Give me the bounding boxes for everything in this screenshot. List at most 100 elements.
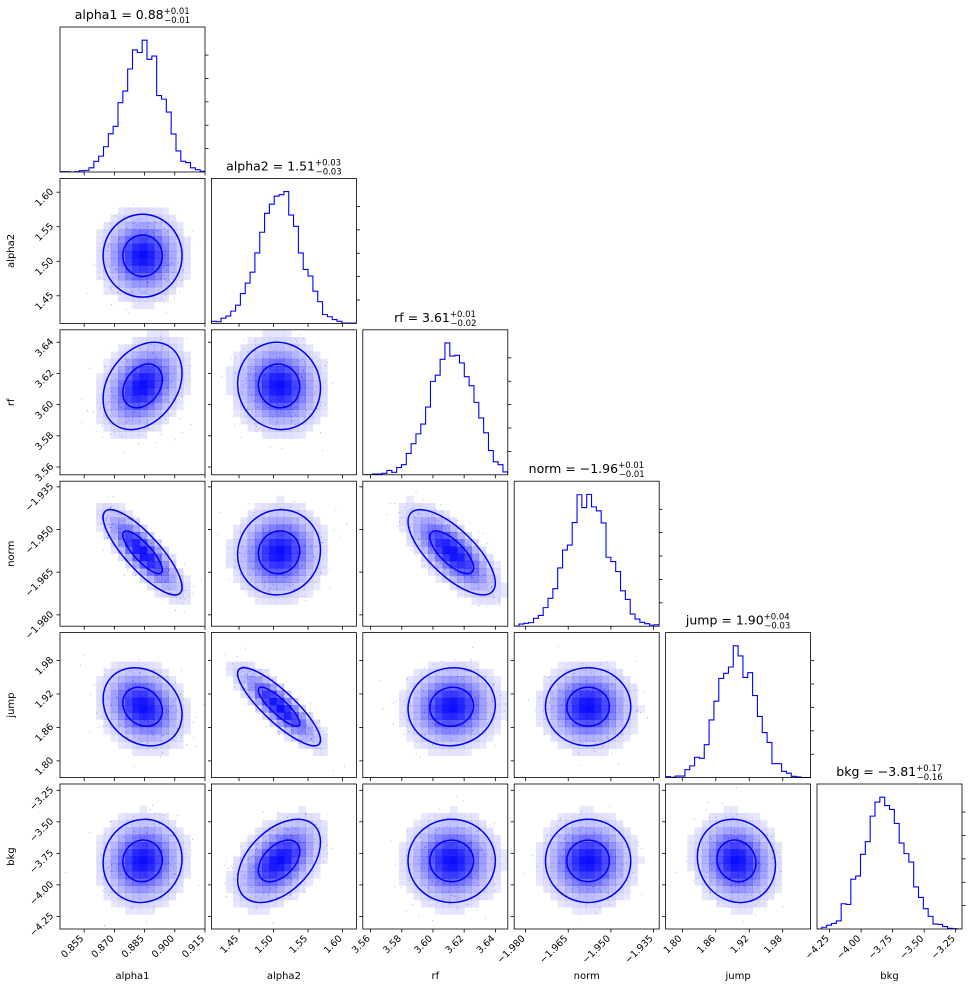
sample-point: [263, 527, 265, 529]
density-cell: [298, 366, 306, 374]
sample-point: [440, 503, 442, 506]
sample-point: [166, 827, 168, 829]
density-cell: [464, 683, 472, 691]
density-cell: [486, 871, 494, 879]
density-cell: [110, 395, 119, 403]
density-cell: [435, 661, 443, 670]
density-cell: [435, 517, 443, 525]
sample-point: [169, 381, 171, 383]
density-cell: [110, 856, 119, 865]
sample-point: [255, 673, 257, 675]
density-cell: [254, 395, 263, 403]
density-cell: [312, 575, 321, 583]
sample-point: [162, 403, 164, 405]
density-cell: [464, 676, 472, 684]
density-cell: [269, 416, 277, 425]
density-cell: [312, 531, 321, 540]
sample-point: [607, 736, 609, 738]
density-cell: [125, 229, 133, 237]
density-cell: [622, 726, 631, 735]
sample-point: [133, 411, 135, 413]
density-cell: [471, 820, 480, 828]
density-cell: [291, 387, 299, 396]
density-cell: [132, 337, 141, 345]
density-cell: [139, 820, 148, 828]
density-cell: [233, 676, 241, 684]
density-cell: [608, 683, 616, 691]
sample-point: [489, 824, 491, 826]
density-cell: [168, 351, 177, 360]
density-cell: [125, 258, 133, 266]
sample-point: [116, 268, 118, 270]
density-cell: [147, 250, 155, 259]
density-cell: [572, 697, 580, 706]
density-cell: [225, 539, 234, 547]
sample-point: [310, 548, 313, 550]
sample-point: [192, 230, 194, 232]
sample-point: [161, 298, 163, 300]
sample-point: [565, 721, 567, 723]
sample-point: [99, 407, 101, 409]
density-cell: [457, 705, 465, 713]
sample-point: [250, 578, 252, 580]
density-cell: [298, 805, 306, 814]
density-cell: [154, 287, 162, 295]
density-cell: [110, 214, 119, 223]
sample-point: [255, 698, 257, 700]
sample-point: [443, 520, 445, 522]
density-cell: [269, 892, 277, 901]
sample-point: [302, 358, 304, 360]
density-cell: [161, 892, 170, 901]
density-cell: [118, 531, 126, 540]
density-cell: [96, 510, 104, 518]
sample-point: [614, 719, 616, 721]
density-cell: [615, 668, 624, 677]
sample-point: [503, 844, 505, 846]
sample-point: [410, 713, 412, 715]
sample-point: [558, 860, 561, 862]
density-cell: [125, 510, 133, 518]
sample-point: [314, 729, 316, 731]
density-cell: [269, 697, 277, 706]
density-cell: [269, 712, 277, 720]
sample-point: [253, 375, 255, 377]
sample-point: [170, 592, 172, 594]
density-cell: [493, 568, 501, 576]
sample-point: [291, 731, 293, 733]
density-cell: [406, 690, 414, 699]
density-cell: [132, 871, 141, 879]
density-cell: [615, 719, 624, 728]
density-cell: [110, 726, 119, 735]
density-cell: [413, 705, 422, 713]
sample-point: [259, 369, 261, 371]
density-cell: [305, 424, 314, 432]
density-cell: [269, 705, 277, 713]
sample-point: [107, 536, 109, 538]
density-cell: [320, 748, 328, 757]
density-cell: [139, 373, 148, 381]
panel-background: [665, 632, 811, 778]
sample-point: [281, 694, 283, 697]
density-cell: [564, 705, 573, 713]
density-cell: [283, 351, 292, 360]
density-cell: [247, 885, 256, 894]
density-cell: [262, 380, 270, 389]
sample-point: [322, 730, 324, 732]
density-cell: [457, 575, 465, 583]
sample-point: [463, 678, 465, 680]
density-cell: [161, 668, 170, 677]
density-cell: [118, 734, 126, 742]
sample-point: [137, 888, 139, 891]
sample-point: [612, 728, 614, 730]
sample-point: [427, 568, 430, 571]
density-cell: [154, 676, 162, 684]
density-cell: [478, 668, 487, 677]
sample-point: [278, 731, 280, 733]
sample-point: [172, 835, 175, 837]
density-cell: [428, 842, 436, 850]
sample-point: [253, 514, 255, 516]
density-cell: [132, 856, 141, 865]
sample-point: [252, 681, 254, 683]
density-cell: [283, 582, 292, 591]
sample-point: [417, 512, 419, 514]
